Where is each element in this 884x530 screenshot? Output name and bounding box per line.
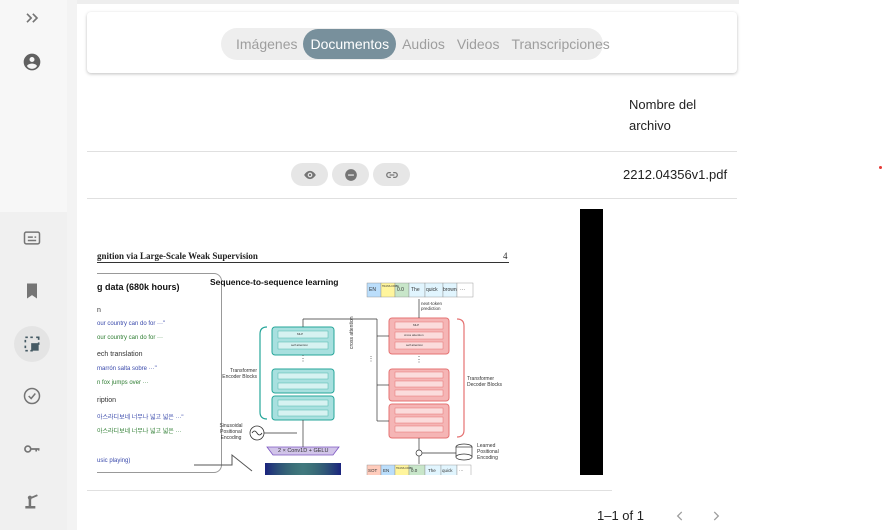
top-token-7: ··· [460, 287, 465, 293]
tab-audios[interactable]: Audios [402, 36, 445, 52]
dataset-line-7: ription [97, 397, 117, 404]
encoder-mlp-label: MLP [297, 332, 304, 336]
seq2seq-title: Sequence-to-sequence learning [210, 277, 339, 287]
account-button[interactable] [14, 44, 50, 80]
dataset-title: g data (680k hours) [97, 282, 180, 292]
preview-divider [87, 490, 612, 491]
view-button[interactable] [291, 163, 328, 186]
decoder-self-attention-label: self attention [406, 343, 424, 347]
tab-imagenes[interactable]: Imágenes [236, 36, 298, 52]
chevron-left-icon [676, 511, 683, 521]
chevron-right-icon [713, 511, 720, 521]
top-token-3: 0.0 [397, 287, 404, 293]
bottom-token-2: EN [383, 468, 390, 473]
paper-running-head: gnition via Large-Scale Weak Supervision [97, 251, 258, 261]
row-divider [87, 198, 737, 199]
decoder-cross-attention-label: cross attention [404, 333, 424, 337]
conv-label: 2 × Conv1D + GELU [278, 448, 329, 454]
media-tabs-card: Imágenes Documentos Audios Videos Transc… [87, 12, 737, 73]
cross-attention-label: cross attention [349, 316, 355, 349]
decoder-mlp-label: MLP [413, 323, 420, 327]
dataset-line-8: 아스라디보네 너무나 넓고 넓은 ···" [97, 415, 184, 421]
top-token-2: TRANS-CRIBE [382, 285, 399, 288]
next-page-button[interactable] [706, 506, 726, 526]
dataset-line-1: n [97, 307, 101, 314]
rail-bottom-section [0, 212, 67, 530]
tab-videos[interactable]: Videos [456, 36, 500, 52]
key-button[interactable] [14, 431, 50, 467]
decoder-label: Transformer Decoder Blocks [467, 376, 503, 388]
dataset-box [97, 273, 222, 473]
top-strip [77, 0, 739, 4]
dataset-line-6: n fox jumps over ··· [97, 380, 149, 386]
bookmark-icon [27, 283, 37, 299]
previous-page-button[interactable] [670, 506, 690, 526]
bottom-token-6: quick [442, 468, 453, 473]
expand-rail-button[interactable] [14, 0, 50, 36]
header-divider [87, 151, 737, 152]
document-preview[interactable]: gnition via Large-Scale Weak Supervision… [97, 209, 603, 475]
tab-transcripciones[interactable]: Transcripciones [511, 36, 610, 52]
minus-circle-icon [344, 168, 357, 181]
bottom-token-3: TRANS-CRIBE [396, 467, 413, 470]
dataset-line-9: 아스라디보네 너무나 넓고 넓은 ··· [97, 429, 182, 435]
key-icon [24, 445, 40, 453]
navigation-rail [0, 0, 67, 530]
encoder-self-attention-label: self attention [291, 343, 309, 347]
rail-top-section [0, 0, 67, 212]
check-circle-icon [23, 387, 41, 405]
account-circle-icon [23, 53, 41, 71]
link-icon [385, 171, 398, 178]
paper-page-number: 4 [503, 251, 508, 261]
next-token-label: next-token prediction [421, 301, 443, 311]
pagination-label: 1–1 of 1 [597, 508, 644, 523]
top-token-4: The [411, 287, 420, 293]
bottom-token-4: 0.0 [411, 468, 418, 473]
top-token-1: EN [369, 287, 376, 293]
dataset-line-4: ech translation [97, 351, 143, 358]
architecture-diagram: ⋮ [194, 282, 474, 475]
eye-icon [303, 170, 316, 179]
bottom-token-5: The [428, 468, 436, 473]
select-area-icon [24, 336, 40, 352]
link-button[interactable] [373, 163, 410, 186]
double-chevron-right-icon [26, 13, 39, 23]
sinusoidal-label: Sinusoidal Positional Encoding [219, 423, 243, 441]
remove-button[interactable] [332, 163, 369, 186]
dataset-line-5: marrón salta sobre ···" [97, 366, 157, 372]
file-name: 2212.04356v1.pdf [623, 167, 728, 182]
svg-text:⋮: ⋮ [299, 354, 307, 363]
dataset-line-10: usic playing) [97, 458, 131, 464]
tab-documentos[interactable]: Documentos [303, 29, 397, 59]
top-token-6: brown [443, 287, 457, 293]
subtitles-icon [23, 231, 41, 245]
dataset-line-3: our country can do for ··· [97, 335, 164, 341]
media-tabs: Imágenes Documentos Audios Videos Transc… [221, 28, 610, 60]
bottom-token-1: SOT [368, 468, 378, 473]
svg-text:⋮: ⋮ [368, 356, 375, 363]
preview-dark-edge [580, 209, 603, 475]
encoder-label: Transformer Encoder Blocks [222, 368, 257, 380]
svg-text:⋮: ⋮ [415, 355, 423, 364]
bookmark-button[interactable] [14, 273, 50, 309]
dataset-line-2: our country can do for ···" [97, 321, 166, 327]
robot-arm-icon [25, 494, 38, 509]
robot-arm-button[interactable] [14, 483, 50, 519]
bottom-token-7: ··· [459, 468, 464, 473]
learned-pos-label: Learned Positional Encoding [477, 443, 499, 461]
paper-header-rule [97, 262, 509, 263]
top-token-5: quick [426, 287, 438, 293]
selection-button[interactable] [14, 326, 50, 362]
subtitles-button[interactable] [14, 220, 50, 256]
check-button[interactable] [14, 378, 50, 414]
column-header-filename[interactable]: Nombre del archivo [629, 97, 697, 133]
status-dot [879, 166, 882, 169]
